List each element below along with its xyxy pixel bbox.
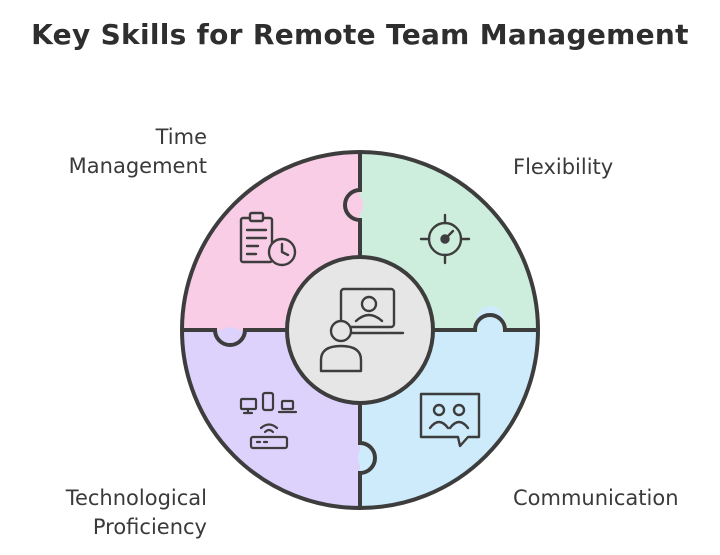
divider-left <box>182 328 292 347</box>
knob-left <box>216 327 244 355</box>
knob-right <box>476 306 504 334</box>
label-tech-line2: Proficiency <box>92 515 207 539</box>
outer-ring <box>180 150 540 510</box>
divider-right <box>398 313 538 332</box>
label-comm-line1: Communication <box>513 486 679 510</box>
label-time-management: Time Management <box>20 123 207 181</box>
clipboard-clock-icon <box>239 211 297 267</box>
diagram-title: Key Skills for Remote Team Management <box>31 18 689 51</box>
knob-bottom <box>358 444 386 472</box>
remote-user-monitor-icon <box>319 287 405 373</box>
knob-top <box>335 191 363 219</box>
divider-bottom <box>358 398 377 508</box>
gauge-target-icon <box>419 213 471 265</box>
devices-router-icon <box>239 391 298 450</box>
label-technological-proficiency: Technological Proficiency <box>20 484 207 542</box>
label-time-line2: Management <box>68 154 207 178</box>
label-flex-line1: Flexibility <box>513 155 614 179</box>
label-time-line1: Time <box>155 125 207 149</box>
chat-people-icon <box>419 392 481 448</box>
label-communication: Communication <box>513 484 713 513</box>
center-circle <box>285 255 435 405</box>
label-flexibility: Flexibility <box>513 153 713 182</box>
divider-top <box>343 152 362 262</box>
label-tech-line1: Technological <box>65 486 207 510</box>
